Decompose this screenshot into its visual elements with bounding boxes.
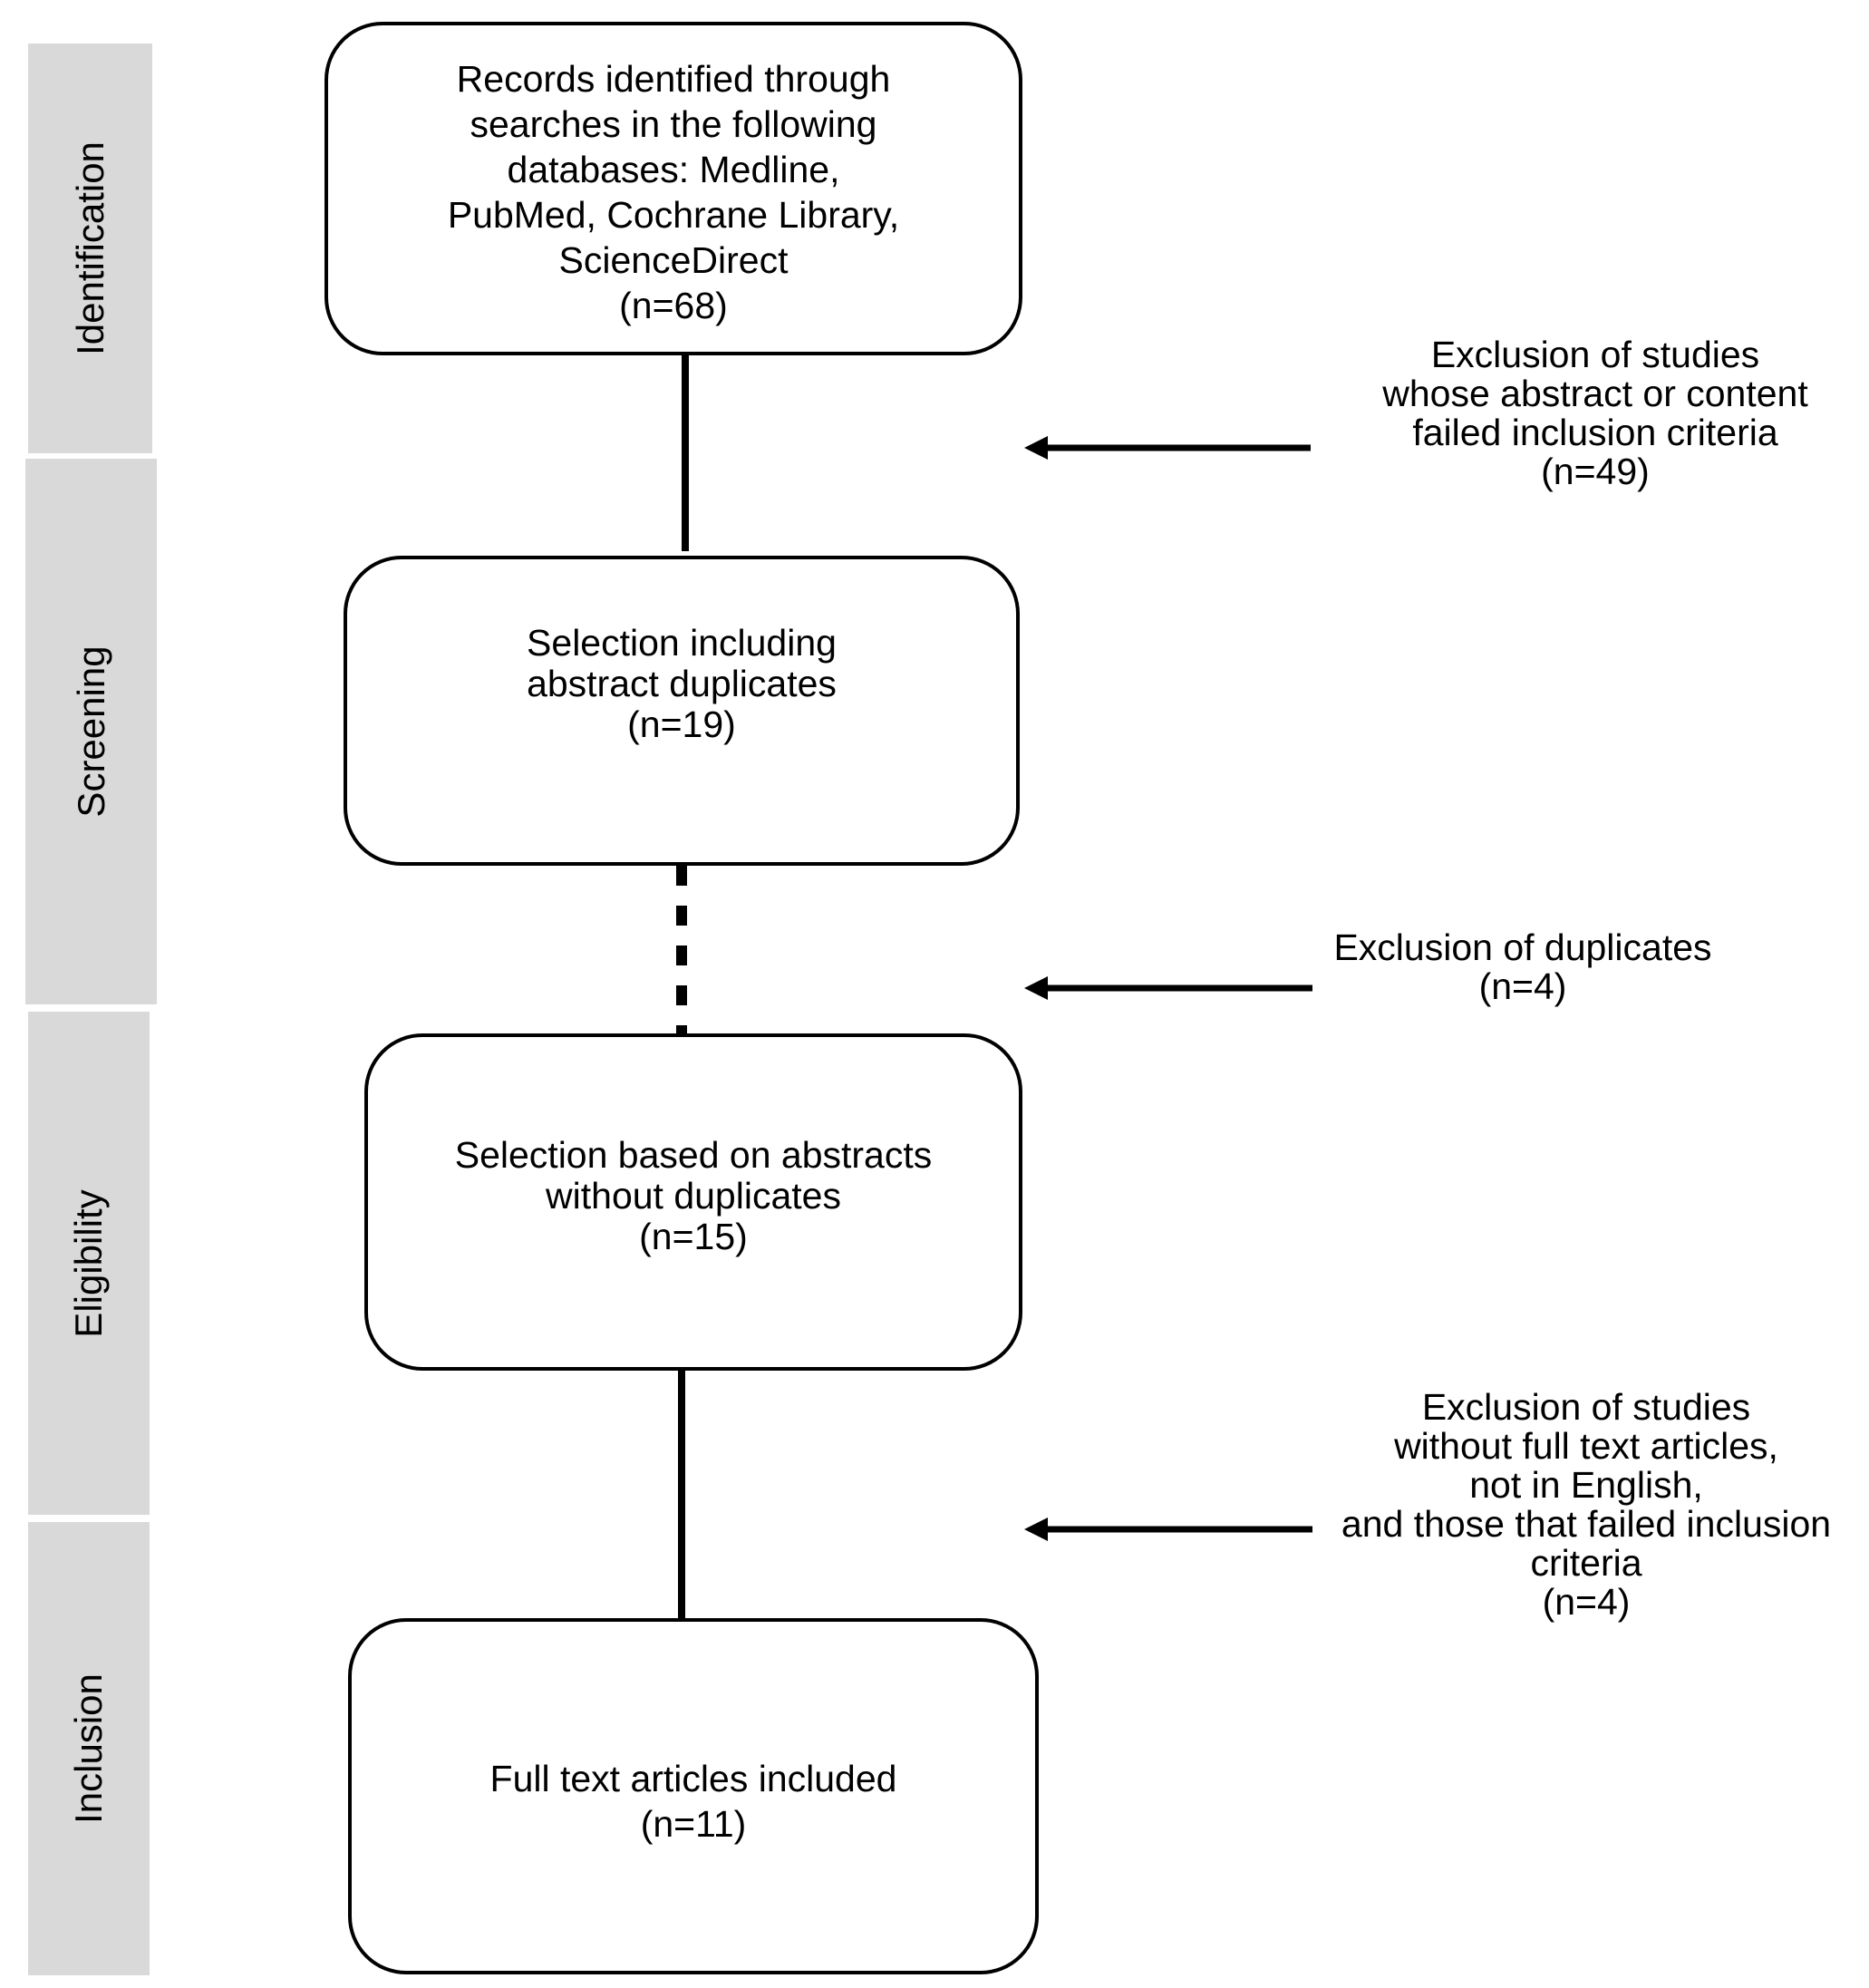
box-selection-including-duplicates: Selection including abstract duplicates … [344, 556, 1020, 866]
box-text-line: Full text articles included [489, 1758, 897, 1799]
exclusion-count: (n=49) [1541, 451, 1650, 492]
exclusion-count: (n=4) [1478, 965, 1567, 1007]
box-count: (n=11) [640, 1803, 747, 1845]
box-count: (n=68) [619, 285, 728, 326]
exclusion-3: Exclusion of studies without full text a… [1314, 1388, 1858, 1622]
stage-identification: Identification [28, 44, 152, 453]
box-text-line: Records identified through [456, 58, 891, 100]
box-records-identified: Records identified through searches in t… [324, 22, 1022, 355]
box-text-line: Selection including [527, 622, 837, 664]
stage-eligibility: Eligibility [28, 1012, 150, 1515]
box-count: (n=15) [639, 1216, 748, 1257]
exclusion-line: criteria [1530, 1542, 1642, 1584]
box-count: (n=19) [627, 703, 736, 745]
exclusion-arrowhead-3 [1024, 1518, 1048, 1541]
box-text-line: without duplicates [546, 1175, 841, 1217]
box-text-line: abstract duplicates [527, 663, 837, 704]
stage-inclusion: Inclusion [28, 1522, 150, 1975]
exclusion-line: Exclusion of studies [1430, 334, 1760, 375]
exclusion-1: Exclusion of studies whose abstract or c… [1341, 335, 1849, 491]
box-text-line: PubMed, Cochrane Library, [447, 194, 900, 236]
exclusion-count: (n=4) [1542, 1581, 1631, 1623]
exclusion-2: Exclusion of duplicates (n=4) [1296, 928, 1749, 1006]
exclusion-line: failed inclusion criteria [1412, 412, 1778, 453]
exclusion-line: not in English, [1469, 1464, 1703, 1506]
exclusion-line: and those that failed inclusion [1341, 1503, 1832, 1545]
exclusion-arrowhead-2 [1024, 976, 1048, 1000]
exclusion-line: without full text articles, [1394, 1425, 1778, 1467]
box-text-line: Selection based on abstracts [454, 1134, 933, 1176]
box-text-line: ScienceDirect [558, 239, 789, 281]
exclusion-line: Exclusion of duplicates [1333, 926, 1712, 968]
box-selection-without-duplicates: Selection based on abstracts without dup… [364, 1033, 1022, 1371]
exclusion-line: whose abstract or content [1382, 373, 1808, 414]
box-text-line: databases: Medline, [507, 149, 840, 190]
exclusion-line: Exclusion of studies [1421, 1386, 1751, 1428]
box-text-line: searches in the following [470, 103, 877, 145]
exclusion-arrowhead-1 [1024, 436, 1048, 460]
stage-screening: Screening [25, 459, 157, 1004]
box-full-text-included: Full text articles included (n=11) [348, 1618, 1039, 1974]
